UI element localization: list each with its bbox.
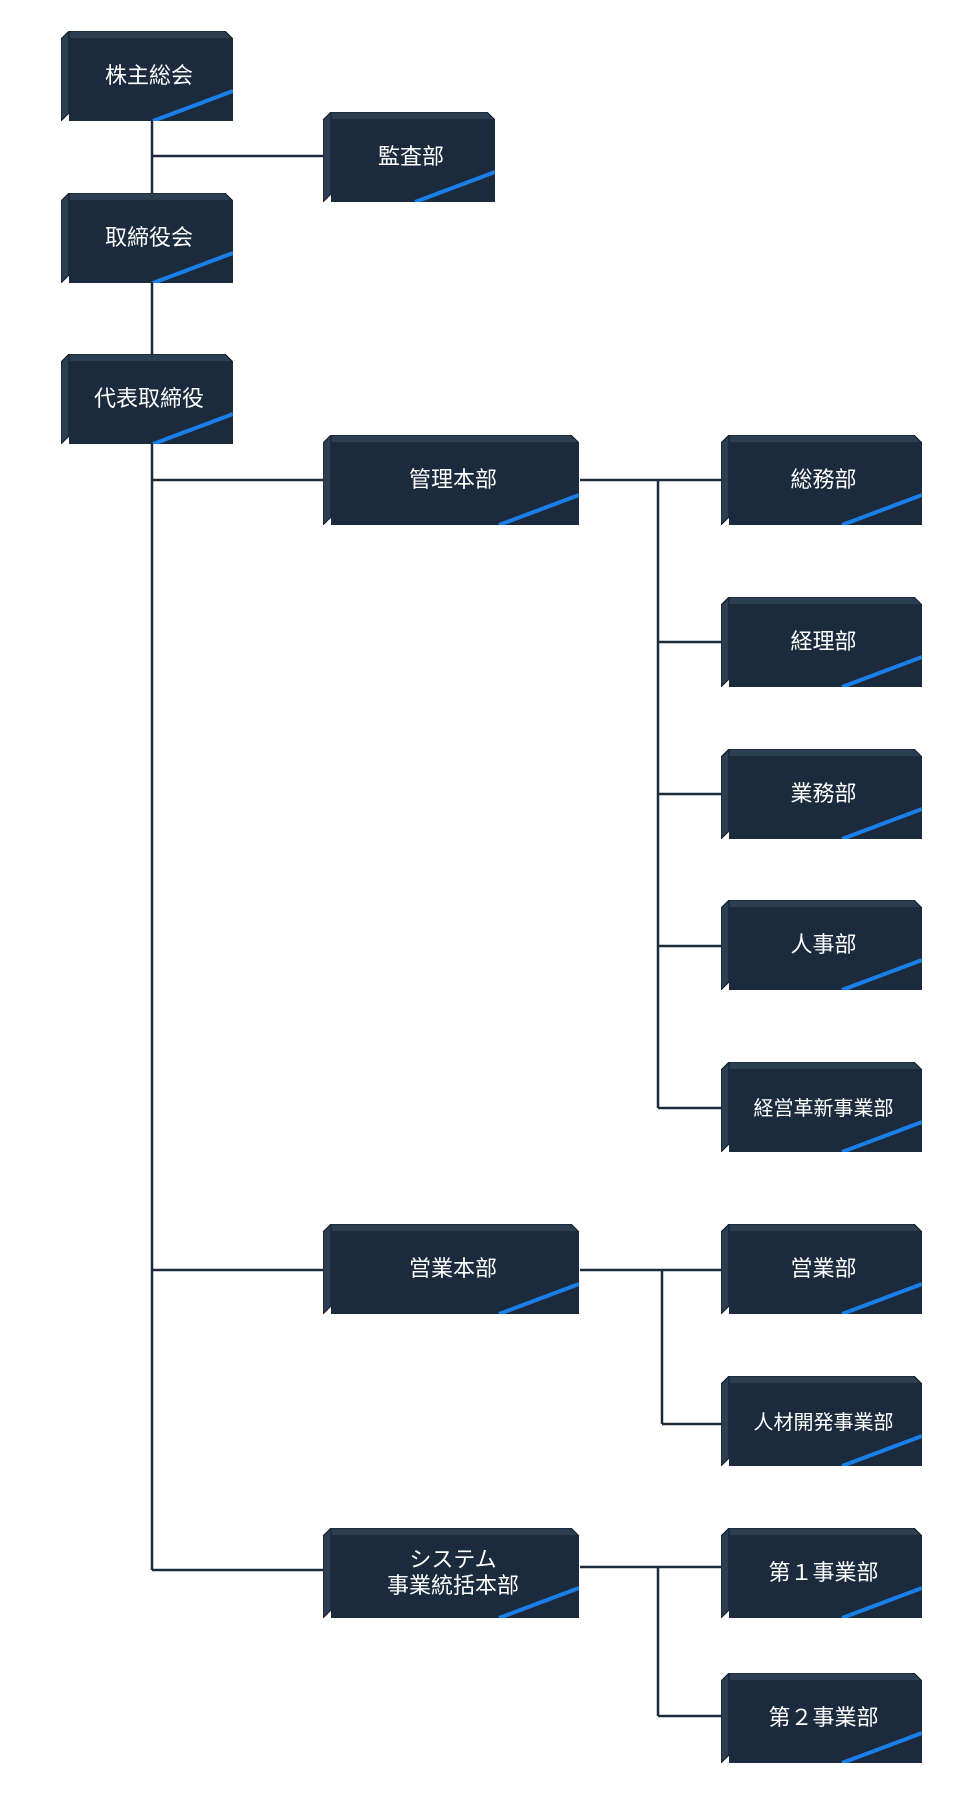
box-shape [721, 1376, 922, 1466]
box-shape [721, 1224, 922, 1314]
node-label: 監査部 [377, 144, 444, 170]
node-audit-dept: 監査部 [323, 112, 495, 202]
box-shape [61, 31, 233, 121]
node-business-2: 第２事業部 [721, 1673, 922, 1763]
node-general-affairs: 総務部 [721, 435, 922, 525]
node-label: 営業部 [790, 1256, 857, 1282]
node-president: 代表取締役 [61, 354, 233, 444]
node-label: 業務部 [790, 781, 857, 807]
box-shape [61, 193, 233, 283]
node-label: 株主総会 [104, 63, 193, 89]
node-label: 経理部 [790, 629, 857, 655]
node-hr: 人事部 [721, 900, 922, 990]
box-shape [323, 1528, 579, 1618]
node-accounting: 経理部 [721, 597, 922, 687]
node-label: 人事部 [790, 932, 857, 958]
node-system-hq: システム 事業統括本部 [323, 1528, 579, 1618]
node-board-of-directors: 取締役会 [61, 193, 233, 283]
node-shareholders-meeting: 株主総会 [61, 31, 233, 121]
box-shape [721, 1673, 922, 1763]
box-shape [721, 749, 922, 839]
node-talent-dev: 人材開発事業部 [721, 1376, 922, 1466]
box-shape [61, 354, 233, 444]
node-label: 総務部 [790, 467, 857, 493]
node-label: 第２事業部 [768, 1705, 879, 1731]
box-shape [721, 1062, 922, 1152]
box-shape [721, 1528, 922, 1618]
node-label: 人材開発事業部 [753, 1410, 894, 1434]
node-label: 営業本部 [408, 1256, 497, 1282]
node-label: 管理本部 [408, 467, 497, 493]
box-shape [323, 435, 579, 525]
node-sales-hq: 営業本部 [323, 1224, 579, 1314]
node-label: 第１事業部 [768, 1560, 879, 1586]
node-operations: 業務部 [721, 749, 922, 839]
box-shape [721, 900, 922, 990]
node-sales: 営業部 [721, 1224, 922, 1314]
box-shape [323, 112, 495, 202]
node-label: 取締役会 [104, 225, 193, 251]
node-label: システム 事業統括本部 [386, 1547, 519, 1599]
node-business-1: 第１事業部 [721, 1528, 922, 1618]
node-label: 経営革新事業部 [753, 1096, 894, 1120]
box-shape [721, 435, 922, 525]
box-shape [323, 1224, 579, 1314]
node-admin-hq: 管理本部 [323, 435, 579, 525]
node-innovation: 経営革新事業部 [721, 1062, 922, 1152]
box-shape [721, 597, 922, 687]
node-label: 代表取締役 [93, 386, 204, 412]
